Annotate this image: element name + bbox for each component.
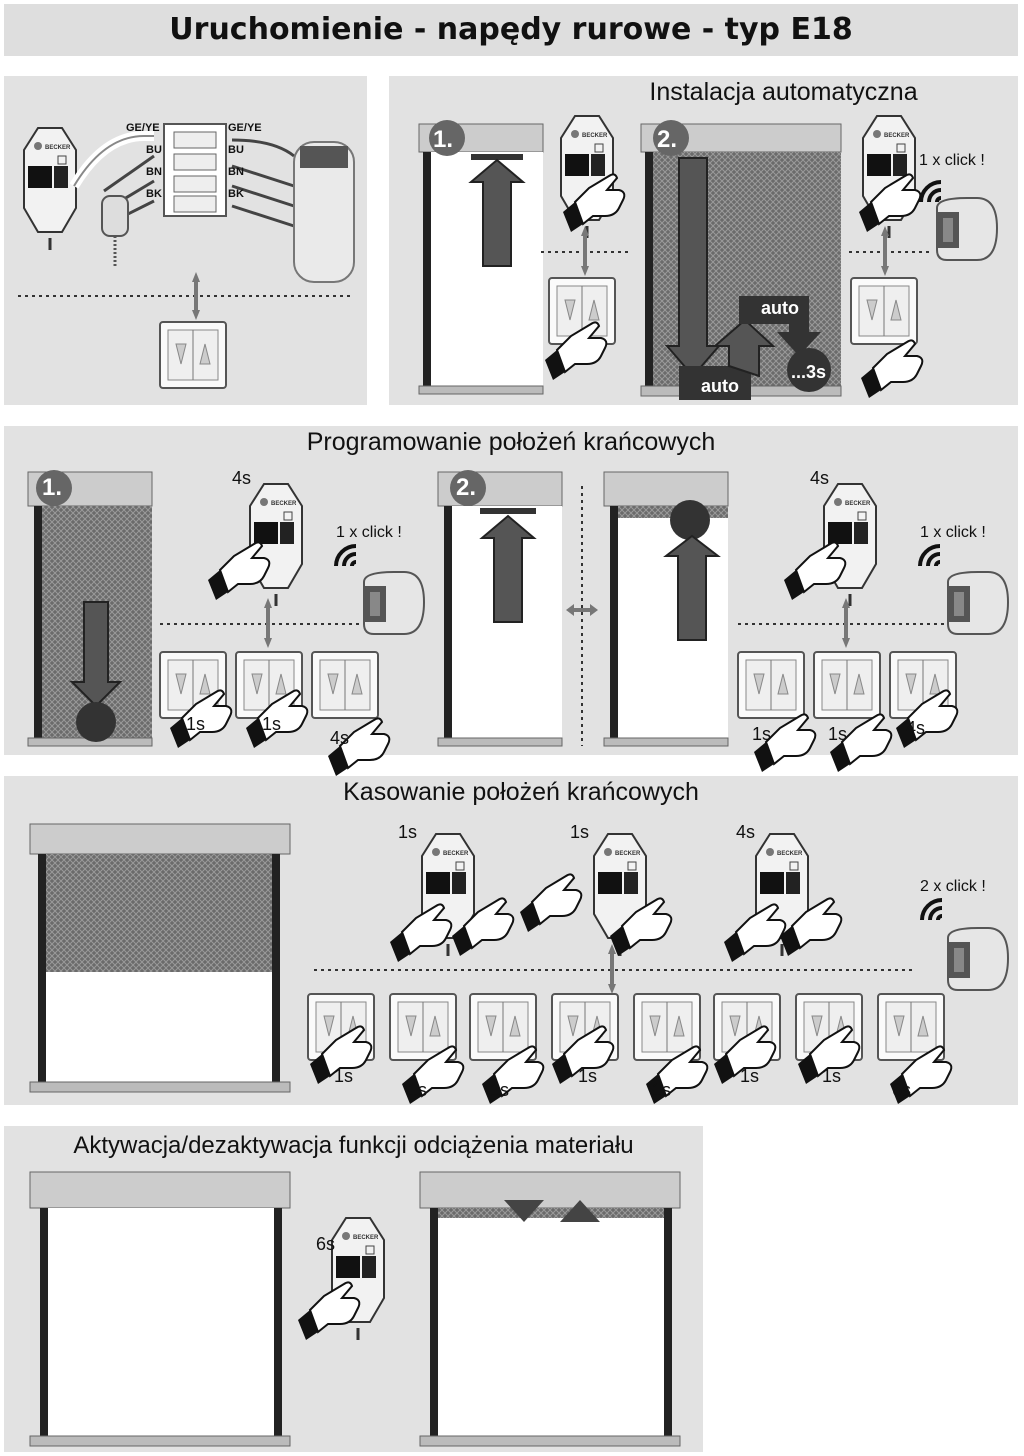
auto-label-bottom: auto [701, 376, 739, 396]
wire-label-ge-ye-right: GE/YE [228, 122, 262, 134]
prog-click-right: 1 x click ! [920, 524, 986, 541]
delete-panel: Kasowanie położeń krańcowych [4, 776, 1018, 1105]
activation-diagram [29, 1171, 681, 1447]
auto-install-diagram [418, 114, 998, 400]
wire-label-ge-ye-left: GE/YE [126, 122, 160, 134]
wire-label-bn-right: BN [228, 166, 244, 178]
activation-title: Aktywacja/dezaktywacja funkcji odciążeni… [73, 1132, 634, 1159]
prog-hold-right: 4s [810, 468, 830, 488]
click-hint: 1 x click ! [919, 152, 985, 169]
wait-3s-label: ...3s [791, 362, 827, 382]
activation-hold: 6s [316, 1234, 336, 1254]
title-band: Uruchomienie - napędy rurowe - typ E18 [4, 4, 1018, 56]
page-title: Uruchomienie - napędy rurowe - typ E18 [169, 12, 853, 47]
delete-hold-2: 1s [570, 822, 590, 842]
delete-hold-3: 4s [736, 822, 756, 842]
programming-diagram [27, 470, 1009, 777]
delete-time-2: 1s [408, 1080, 428, 1100]
auto-install-panel: Instalacja automatyczna 1. [389, 76, 1018, 405]
auto-install-title: Instalacja automatyczna [649, 78, 918, 106]
wire-label-bu-right: BU [228, 144, 244, 156]
prog-time-left-2: 1s [262, 714, 282, 734]
delete-time-7: 1s [822, 1066, 842, 1086]
delete-time-4: 1s [578, 1066, 598, 1086]
prog-time-right-3: 4s [906, 718, 926, 738]
step-1-badge: 1. [433, 126, 454, 153]
delete-time-3: 1s [490, 1080, 510, 1100]
prog-time-right-1: 1s [752, 724, 772, 744]
wiring-diagram: . [18, 123, 355, 389]
delete-time-8: 6s [892, 1080, 912, 1100]
delete-title: Kasowanie położeń krańcowych [343, 778, 699, 806]
auto-label-top: auto [761, 298, 799, 318]
remote-control-icon [22, 126, 78, 252]
prog-time-right-2: 1s [828, 724, 848, 744]
wire-label-bn-left: BN [146, 166, 162, 178]
wiring-panel: . GE/YE BU BN BK GE/YE BU BN BK [4, 76, 367, 405]
prog-time-left-1: 1s [186, 714, 206, 734]
wire-label-bk-left: BK [146, 188, 162, 200]
activation-panel: Aktywacja/dezaktywacja funkcji odciążeni… [4, 1126, 703, 1452]
prog-hold-left: 4s [232, 468, 252, 488]
programming-title: Programowanie położeń krańcowych [306, 428, 716, 456]
delete-time-1: 1s [334, 1066, 354, 1086]
prog-time-left-3: 4s [330, 728, 350, 748]
delete-time-6: 1s [740, 1066, 760, 1086]
delete-time-5: 1s [652, 1080, 672, 1100]
wire-label-bu-left: BU [146, 144, 162, 156]
prog-step-1-badge: 1. [42, 474, 63, 501]
delete-click: 2 x click ! [920, 878, 986, 895]
wall-switch-icon [159, 321, 227, 389]
wire-label-bk-right: BK [228, 188, 244, 200]
step-2-badge: 2. [657, 126, 678, 153]
delete-diagram [29, 823, 1009, 1105]
delete-hold-1: 1s [398, 822, 418, 842]
prog-click-left: 1 x click ! [336, 524, 402, 541]
prog-step-2-badge: 2. [456, 474, 477, 501]
programming-panel: Programowanie położeń krańcowych [4, 426, 1018, 777]
